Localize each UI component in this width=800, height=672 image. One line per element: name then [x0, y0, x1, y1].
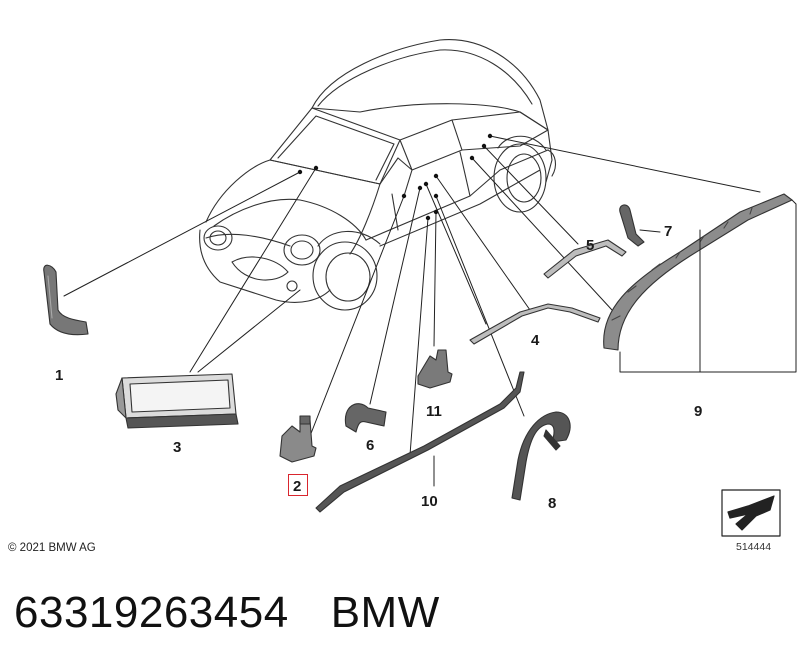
callout-1: 1	[55, 367, 63, 384]
part-9-strip	[603, 193, 797, 373]
direction-icon	[721, 489, 781, 537]
callout-6: 6	[366, 437, 374, 454]
callout-11: 11	[426, 403, 442, 420]
part-8-hose	[511, 411, 571, 501]
callout-10: 10	[421, 493, 438, 510]
callout-7: 7	[664, 223, 672, 240]
attachment-dots	[297, 133, 493, 221]
callout-8: 8	[548, 495, 556, 512]
part-6-hose	[344, 403, 387, 433]
part-1-hose	[43, 264, 89, 336]
part-7-hose	[619, 204, 645, 247]
part-number-footer: 63319263454 BMW	[14, 588, 440, 638]
part-4-strip	[469, 303, 601, 345]
callout-3: 3	[173, 439, 181, 456]
part-number: 63319263454	[14, 588, 289, 637]
part-5-strip	[543, 239, 627, 279]
callout-9: 9	[694, 403, 702, 420]
part-11-sensor	[417, 349, 453, 389]
part-10-strip	[315, 371, 525, 513]
brand-name: BMW	[330, 588, 440, 637]
selected-part-highlight[interactable]	[288, 474, 308, 496]
diagram-id: 514444	[736, 541, 772, 553]
callout-labels: 1 2 3 4 5 6 7 8 9 10 11	[55, 223, 702, 512]
callout-2: 2	[293, 478, 301, 495]
part-3-light	[115, 373, 239, 429]
callout-4: 4	[531, 332, 540, 349]
copyright-notice: © 2021 BMW AG	[8, 542, 96, 554]
part-2-sensor	[279, 415, 317, 463]
car-illustration	[199, 39, 557, 311]
leader-lines	[63, 135, 761, 487]
callout-5: 5	[586, 237, 594, 254]
